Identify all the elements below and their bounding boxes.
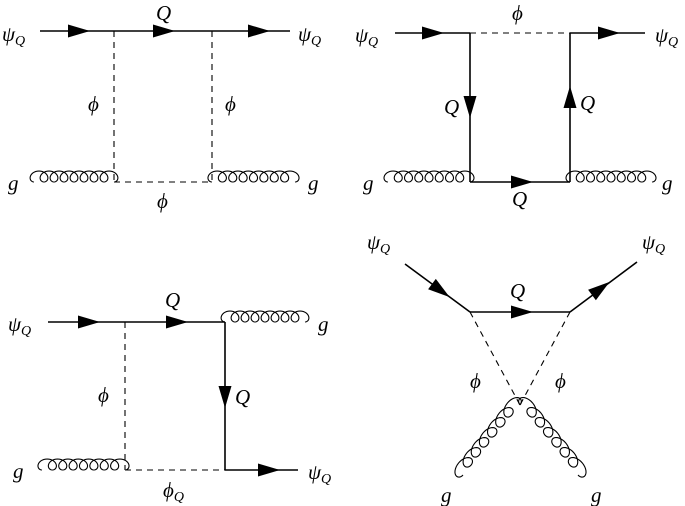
d2-label-g-right: g xyxy=(662,171,673,195)
d2-arrow-out xyxy=(598,26,620,40)
d4-label-g-right: g xyxy=(591,483,602,506)
d3-label-psi-out: ψQ xyxy=(308,460,331,487)
d4-arrow-mid xyxy=(511,305,533,319)
d3-label-phiQ: ϕQ xyxy=(163,478,184,505)
d3-label-phi: ϕ xyxy=(98,383,109,407)
d2-arrow-in xyxy=(422,26,444,40)
d1-gluon-left xyxy=(29,170,119,183)
d3-gluon-in xyxy=(37,458,130,471)
d4-gluon-left xyxy=(454,397,522,478)
d4-label-phi-right: ϕ xyxy=(555,369,566,393)
d3-arrow-mid xyxy=(166,315,188,329)
d2-arrow-right-up xyxy=(563,86,577,108)
d2-label-phi-top: ϕ xyxy=(512,1,523,25)
d3-label-psi-in: ψQ xyxy=(8,312,31,339)
d4-label-psi-out: ψQ xyxy=(642,230,665,257)
d4-label-Q: Q xyxy=(510,279,525,303)
d4-arrow-in xyxy=(428,278,454,303)
d3-arrow-in xyxy=(78,315,100,329)
d3-gluon-out xyxy=(220,310,310,323)
d3-arrow-down xyxy=(218,386,232,408)
diagram-1: ψQ ψQ Q ϕ ϕ ϕ g g xyxy=(2,1,321,213)
d1-label-phi-left: ϕ xyxy=(88,92,99,116)
d4-arrow-out xyxy=(588,276,614,301)
d2-label-psi-in: ψQ xyxy=(355,23,378,50)
d2-label-Q-left: Q xyxy=(444,95,459,119)
d1-arrow-out xyxy=(248,24,270,38)
d3-label-Q-vertical: Q xyxy=(235,385,250,409)
d3-arrow-out xyxy=(258,463,280,477)
diagram-3: ψQ Q g ϕ Q g ϕQ ψQ xyxy=(8,288,331,505)
d4-label-g-left: g xyxy=(441,483,452,506)
d1-label-g-right: g xyxy=(308,171,319,195)
d2-gluon-left xyxy=(383,170,475,183)
diagram-4: ψQ ψQ Q ϕ ϕ g g xyxy=(367,230,665,506)
d1-label-Q: Q xyxy=(156,1,171,25)
d1-gluon-right xyxy=(207,170,300,183)
d2-label-Q-bottom: Q xyxy=(512,187,527,211)
d2-arrow-left-down xyxy=(463,96,477,118)
d1-label-phi-bottom: ϕ xyxy=(157,189,168,213)
d1-label-psi-in: ψQ xyxy=(2,22,25,49)
d1-label-psi-out: ψQ xyxy=(298,22,321,49)
d3-label-g-in: g xyxy=(13,459,24,483)
d4-label-phi-left: ϕ xyxy=(470,369,481,393)
d4-label-psi-in: ψQ xyxy=(367,230,390,257)
d1-label-g-left: g xyxy=(8,171,19,195)
d2-label-g-left: g xyxy=(363,171,374,195)
d1-arrow-mid xyxy=(153,24,175,38)
d4-gluon-right xyxy=(518,396,587,478)
d3-label-g-out: g xyxy=(318,312,329,336)
d3-label-Q-top: Q xyxy=(165,288,180,312)
d2-gluon-right xyxy=(565,170,657,183)
d1-label-phi-right: ϕ xyxy=(225,92,236,116)
diagram-2: ψQ ψQ ϕ Q Q Q g g xyxy=(355,1,678,211)
d2-label-Q-right: Q xyxy=(580,91,595,115)
d1-arrow-in xyxy=(68,24,90,38)
d2-label-psi-out: ψQ xyxy=(655,23,678,50)
